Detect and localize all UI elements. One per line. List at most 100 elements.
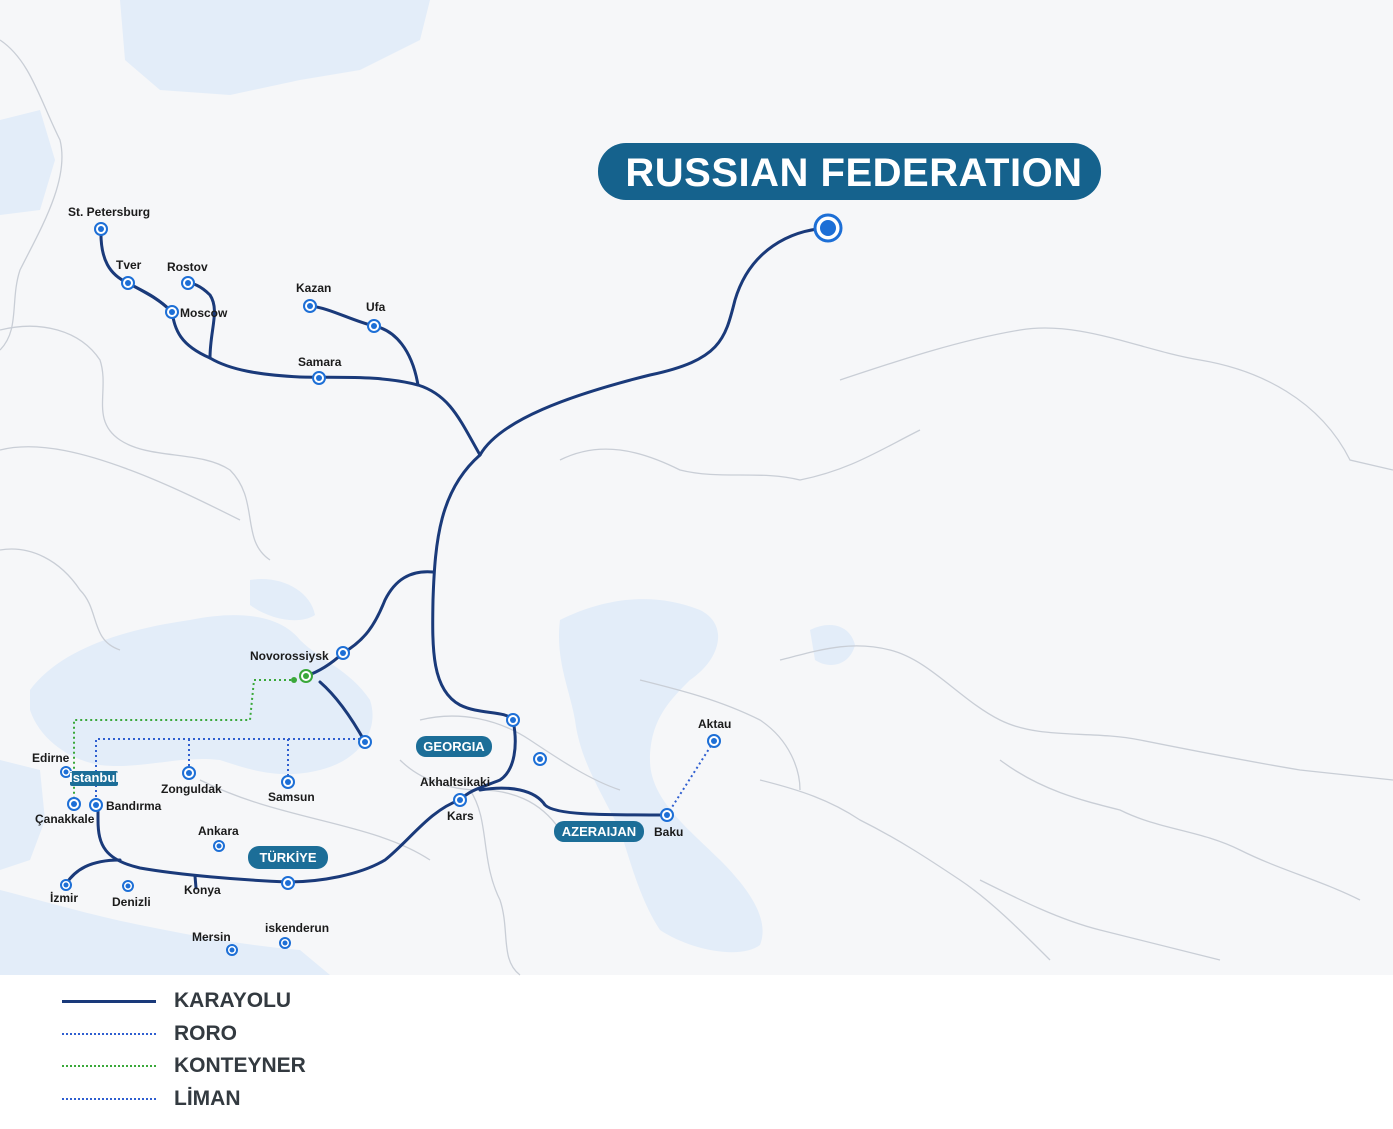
legend-line-solid — [62, 999, 156, 1003]
aegean-sea — [0, 760, 45, 870]
label-akhaltsikaki: Akhaltsikaki — [420, 775, 490, 789]
marker-ankara — [213, 840, 225, 852]
marker-rostov — [181, 276, 195, 290]
marker-georgia-east — [533, 752, 547, 766]
svg-text:TÜRKİYE: TÜRKİYE — [259, 850, 316, 865]
city-markers — [60, 213, 843, 956]
water-bodies — [0, 0, 855, 975]
marker-samsun — [281, 775, 295, 789]
marker-st-petersburg — [94, 222, 108, 236]
marker-denizli — [122, 880, 134, 892]
page-title: RUSSIAN FEDERATION — [625, 151, 1082, 195]
aral-sea — [810, 625, 855, 665]
svg-text:AZERAIJAN: AZERAIJAN — [562, 824, 636, 839]
route-main-north — [478, 226, 830, 457]
marker-izmir — [60, 879, 72, 891]
azov-sea — [250, 579, 315, 621]
label-ankara: Ankara — [198, 824, 239, 838]
legend-line-dotted-green — [62, 1065, 156, 1068]
legend-item-konteyner: KONTEYNER — [62, 1050, 306, 1083]
legend-item-karayolu: KARAYOLU — [62, 985, 306, 1018]
label-mersin: Mersin — [192, 930, 231, 944]
svg-text:GEORGIA: GEORGIA — [423, 739, 485, 754]
marker-mersin — [226, 944, 238, 956]
baltic-sea — [0, 110, 55, 215]
route-baku — [478, 786, 669, 817]
label-baku: Baku — [654, 825, 683, 839]
route-georgia — [458, 718, 517, 802]
legend: KARAYOLU RORO KONTEYNER LİMAN — [62, 985, 306, 1115]
label-kazan: Kazan — [296, 281, 331, 295]
route-novo-sea — [318, 680, 367, 744]
label-kars: Kars — [447, 809, 474, 823]
title-pill: RUSSIAN FEDERATION — [598, 143, 1101, 200]
marker-tver — [121, 276, 135, 290]
label-edirne: Edirne — [32, 751, 70, 765]
marker-moscow — [165, 305, 179, 319]
label-st-petersburg: St. Petersburg — [68, 205, 150, 219]
marker-iskenderun — [279, 937, 291, 949]
marker-kars — [453, 793, 467, 807]
marker-zonguldak — [182, 766, 196, 780]
marker-kazan — [303, 299, 317, 313]
label-rostov: Rostov — [167, 260, 208, 274]
marker-georgia-north — [506, 713, 520, 727]
mediterranean-sea — [0, 890, 330, 975]
marker-canakkale — [67, 797, 81, 811]
route-caucasus-north — [431, 453, 515, 722]
route-to-novo — [341, 570, 435, 655]
label-izmir: İzmir — [50, 890, 78, 905]
karayolu-routes — [64, 226, 830, 890]
label-tver: Tver — [116, 258, 142, 272]
label-samsun: Samsun — [268, 790, 315, 804]
svg-text:İstanbul: İstanbul — [69, 770, 119, 785]
legend-line-dotted — [62, 1032, 156, 1035]
marker-edirne — [60, 766, 72, 778]
marker-aktau — [707, 734, 721, 748]
label-samara: Samara — [298, 355, 342, 369]
city-labels: St. Petersburg Tver Rostov Moscow Kazan … — [32, 205, 731, 944]
marker-novo-east — [336, 646, 350, 660]
label-konya: Konya — [184, 883, 221, 897]
legend-item-roro: RORO — [62, 1018, 306, 1051]
caspian-sea — [558, 599, 763, 953]
marker-ufa — [367, 319, 381, 333]
marker-black-sea-east — [358, 735, 372, 749]
marker-turkiye-center — [281, 876, 295, 890]
tag-istanbul: İstanbul — [69, 770, 119, 786]
legend-label: KONTEYNER — [174, 1054, 306, 1078]
marker-novorossiysk — [291, 669, 313, 683]
legend-label: KARAYOLU — [174, 989, 292, 1013]
white-sea — [120, 0, 430, 95]
country-borders — [0, 39, 1393, 976]
label-aktau: Aktau — [698, 717, 731, 731]
legend-label: RORO — [174, 1021, 237, 1045]
label-denizli: Denizli — [112, 895, 151, 909]
legend-label: LİMAN — [174, 1086, 241, 1110]
label-novorossiysk: Novorossiysk — [250, 649, 329, 663]
label-zonguldak: Zonguldak — [161, 782, 222, 796]
tag-georgia: GEORGIA — [416, 736, 492, 757]
tag-turkiye: TÜRKİYE — [248, 846, 328, 869]
route-konya — [193, 874, 198, 890]
roro-routes — [95, 738, 715, 816]
country-tags: GEORGIA AZERAIJAN TÜRKİYE İstanbul — [69, 736, 644, 869]
tag-azerbaijan: AZERAIJAN — [554, 821, 644, 842]
label-bandirma: Bandırma — [106, 799, 162, 813]
route-turkiye-west — [96, 803, 290, 884]
konteyner-routes — [73, 679, 296, 803]
konteyner-route — [73, 679, 296, 803]
label-canakkale: Çanakkale — [35, 812, 95, 826]
marker-bandirma — [89, 798, 103, 812]
black-sea — [30, 615, 373, 775]
label-moscow: Moscow — [180, 306, 228, 320]
label-ufa: Ufa — [366, 300, 386, 314]
route-kars-turkiye — [286, 798, 462, 884]
marker-russia-end — [813, 213, 843, 243]
label-iskenderun: iskenderun — [265, 921, 329, 935]
legend-item-liman: LİMAN — [62, 1083, 306, 1116]
legend-line-dotted — [62, 1097, 156, 1100]
marker-samara — [312, 371, 326, 385]
marker-baku — [660, 808, 674, 822]
